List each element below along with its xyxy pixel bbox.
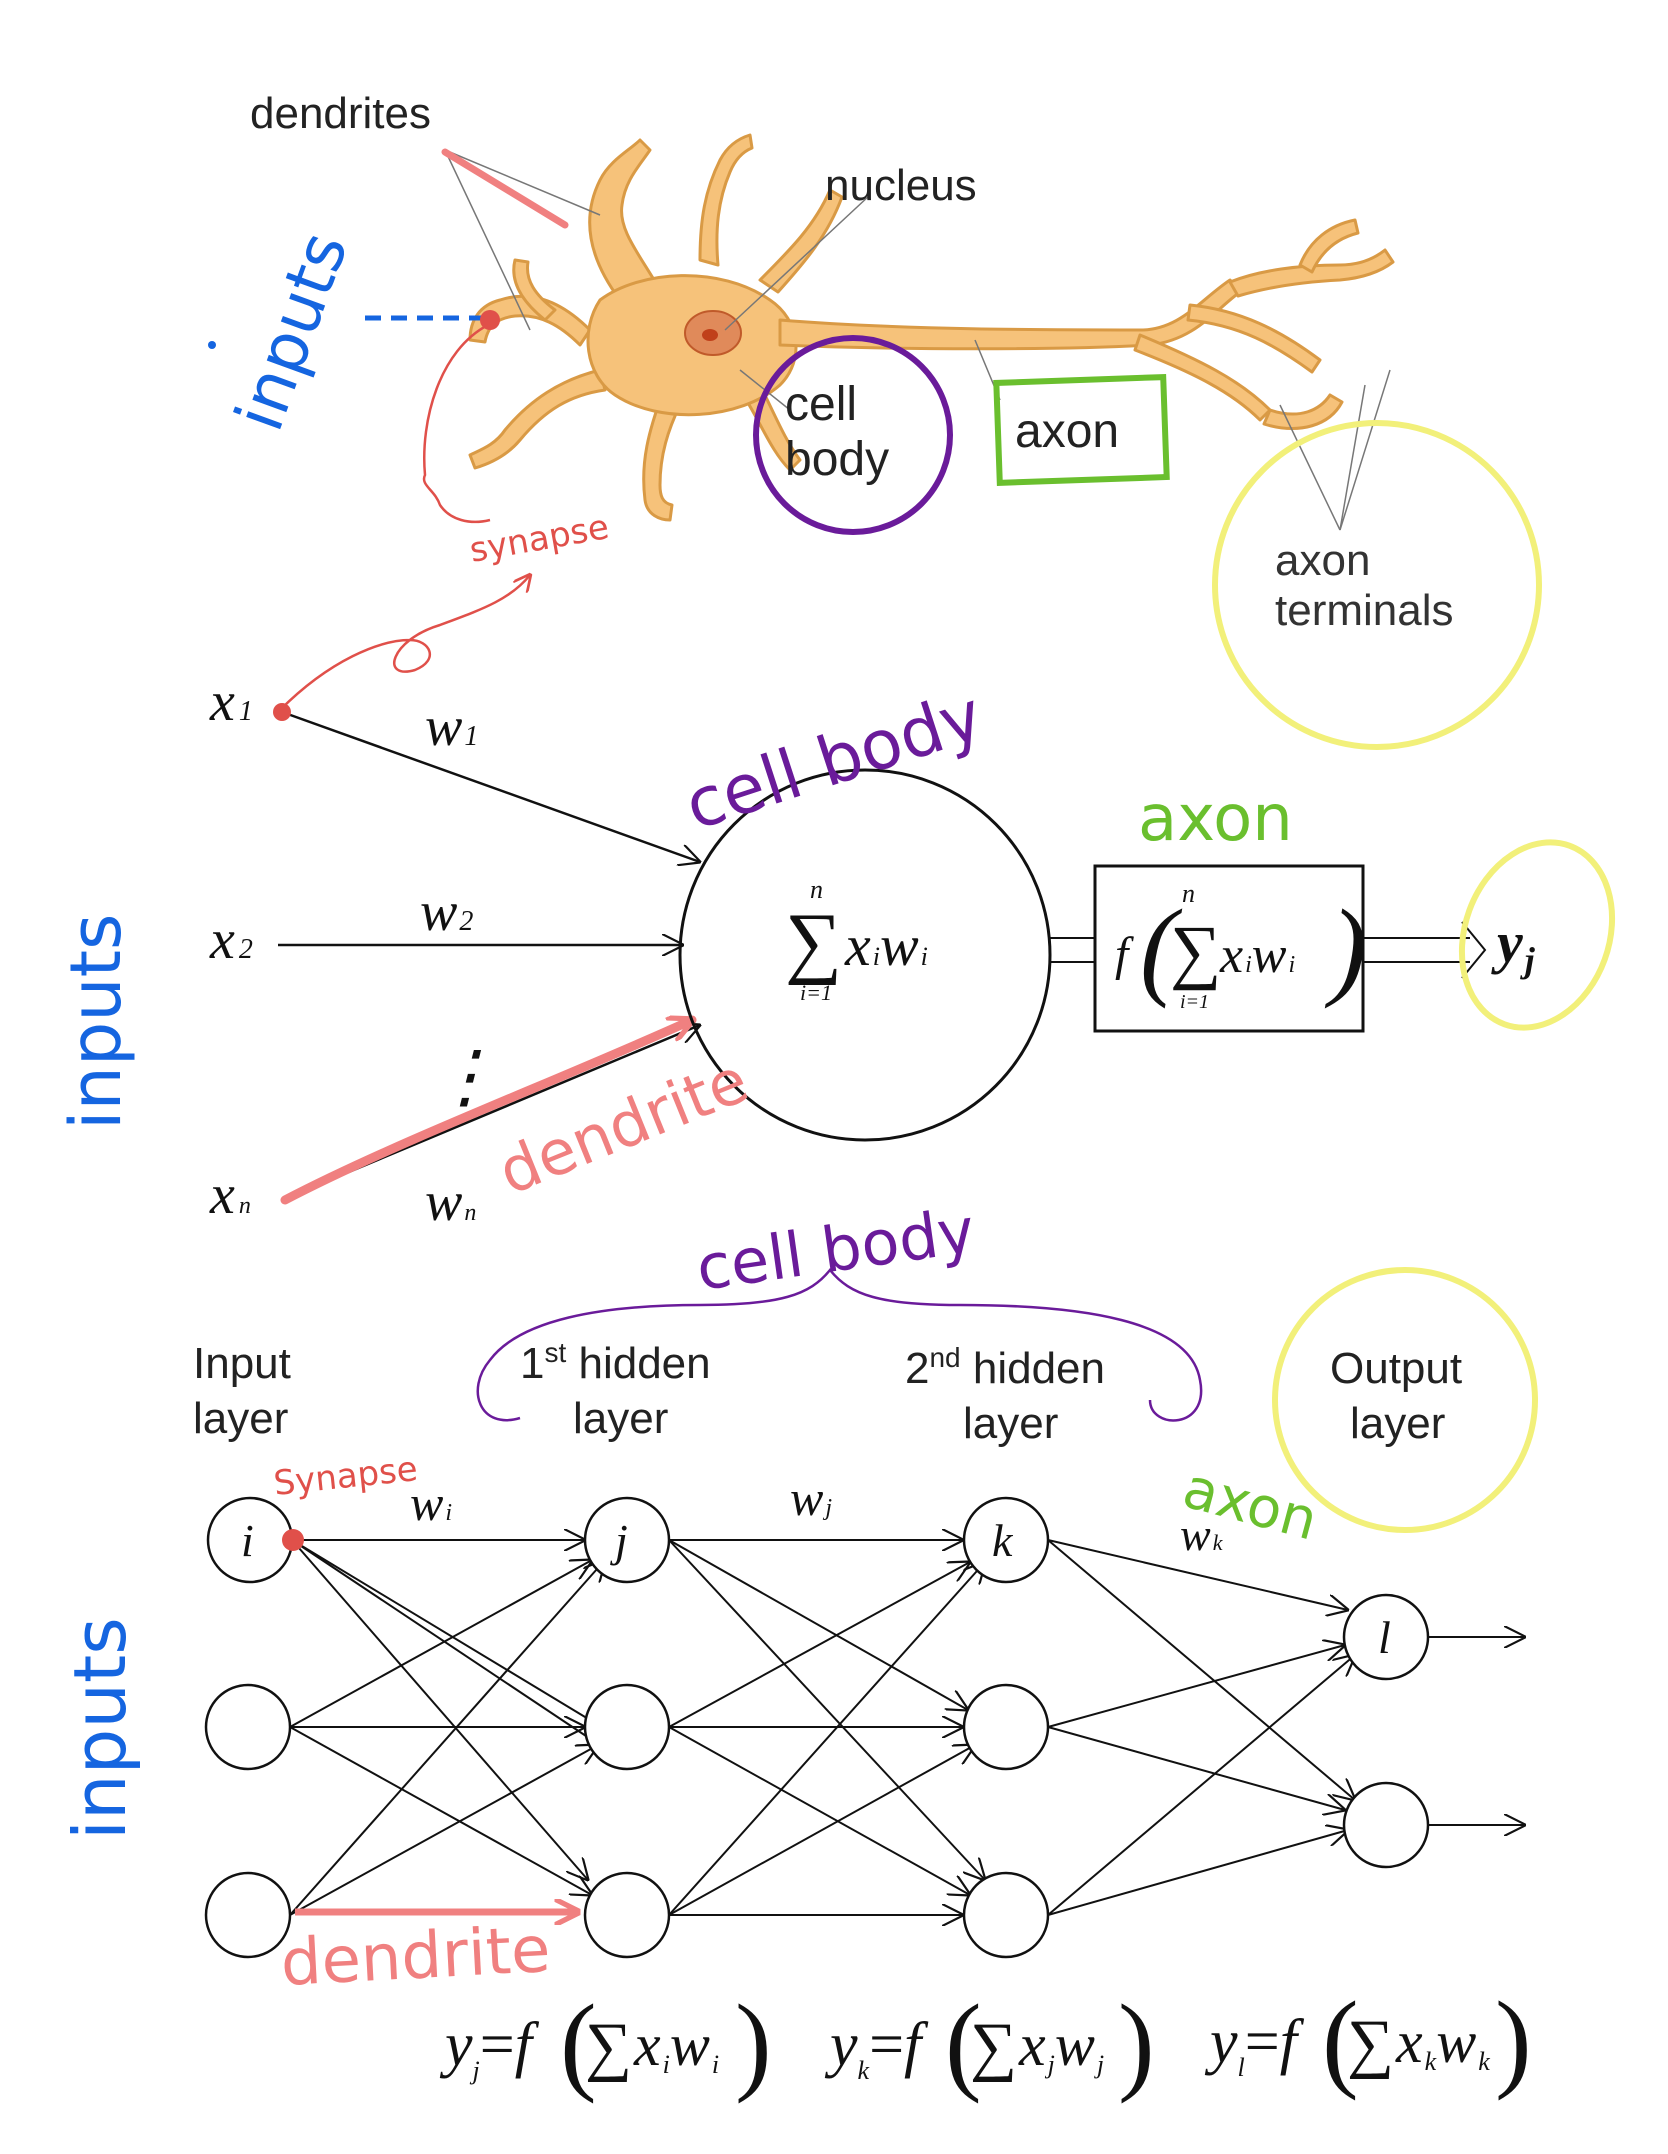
input-node-2 — [204, 1683, 292, 1771]
output-node-l — [1342, 1593, 1430, 1681]
axon-terminals-label-1: axon — [1275, 536, 1370, 585]
formula-yj: yj=f ( ∑ xiwi ) — [439, 1982, 772, 2104]
hidden2-node-2 — [962, 1683, 1050, 1771]
weight-wi: wi — [410, 1475, 452, 1531]
weight-wk: wk — [1180, 1509, 1224, 1560]
svg-text:∑: ∑ — [1347, 2007, 1394, 2080]
output-layer-label-2: layer — [1350, 1399, 1445, 1448]
svg-text:): ) — [1495, 1979, 1532, 2101]
dendrite-annotation-network: dendrite — [279, 1913, 552, 2001]
network-connections — [289, 1540, 1525, 1915]
activation-sum-lower: i=1 — [1180, 991, 1209, 1013]
svg-text:xiwi: xiwi — [633, 2012, 719, 2079]
biological-neuron: dendrites nucleus cell body axon axon te… — [208, 89, 1542, 750]
output-node-2 — [1342, 1781, 1430, 1869]
weight-wj: wj — [790, 1470, 832, 1526]
dendrite-annotation-perceptron: dendrite — [488, 1043, 758, 1209]
hidden1-layer-label-1: 1st hidden — [520, 1337, 711, 1388]
cell-body-label-2: body — [785, 433, 889, 486]
cell-body-highlight — [753, 335, 953, 535]
cell-body-brace — [476, 1268, 1203, 1422]
network-nodes — [204, 1496, 1430, 1959]
node-label-j: j — [610, 1515, 628, 1566]
node-label-k: k — [992, 1515, 1014, 1566]
svg-text:xjwj: xjwj — [1018, 2012, 1104, 2079]
svg-text:∑: ∑ — [970, 2010, 1017, 2083]
inputs-annotation-network: inputs — [58, 1617, 142, 1840]
activation-sum-term: xiwi — [1219, 927, 1295, 984]
hidden2-layer-label-2: layer — [963, 1399, 1058, 1448]
output-layer-highlight — [1272, 1267, 1538, 1533]
synapse-dot-neuron — [480, 310, 500, 330]
w1-label: w1 — [425, 696, 478, 758]
axon-terminals-highlight — [1212, 420, 1542, 750]
paren-left: ( — [1140, 887, 1183, 1009]
svg-text:yl=f: yl=f — [1204, 2008, 1305, 2082]
hidden1-node-2 — [583, 1683, 671, 1771]
hidden2-node-3 — [962, 1871, 1050, 1959]
svg-text:yj=f: yj=f — [439, 2011, 540, 2085]
activation-sum-upper: n — [1182, 879, 1195, 908]
cell-body-annotation-network: cell body — [692, 1194, 979, 1305]
hidden1-layer-label-2: layer — [573, 1394, 668, 1443]
paren-right: ) — [1324, 887, 1367, 1009]
synapse-annotation-neuron: synapse — [467, 507, 612, 571]
svg-text:(: ( — [1322, 1979, 1359, 2101]
dendrite-highlight-perceptron — [280, 1020, 692, 1205]
output-yj: yj — [1491, 910, 1536, 980]
formula-yl: yl=f ( ∑ xkwk ) — [1204, 1979, 1532, 2101]
output-layer-label-1: Output — [1330, 1344, 1462, 1393]
svg-text:yk=f: yk=f — [824, 2011, 929, 2085]
hidden1-node-3 — [583, 1871, 671, 1959]
dendrites-label: dendrites — [250, 89, 431, 138]
svg-text:(: ( — [560, 1982, 597, 2104]
svg-text:(: ( — [945, 1982, 982, 2104]
summation-node — [678, 768, 1052, 1142]
sum-upper-limit: n — [810, 875, 823, 904]
hidden1-node-j — [583, 1496, 671, 1584]
node-label-l: l — [1378, 1612, 1391, 1663]
synapse-dot-perceptron — [273, 703, 291, 721]
sum-lower-limit: i=1 — [800, 980, 832, 1005]
svg-text:): ) — [1118, 1982, 1155, 2104]
axon-highlight-box — [993, 373, 1170, 486]
w2-label: w2 — [420, 881, 473, 943]
sum-symbol: ∑ — [785, 898, 842, 986]
axon-annotation-perceptron: axon — [1138, 782, 1293, 856]
hidden2-node-k — [962, 1496, 1050, 1584]
formula-yk: yk=f ( ∑ xjwj ) — [824, 1982, 1155, 2104]
svg-text:xkwk: xkwk — [1395, 2009, 1490, 2076]
inputs-annotation-neuron: inputs — [221, 222, 363, 440]
sum-term: xiwi — [844, 913, 928, 978]
inputs-annotation-perceptron: inputs — [55, 913, 137, 1130]
axon-terminals-label-2: terminals — [1275, 586, 1454, 635]
nucleus-label: nucleus — [825, 161, 977, 210]
node-label-i: i — [241, 1515, 254, 1566]
vertical-ellipsis: ⋮ — [430, 1039, 500, 1116]
output-highlight — [1458, 839, 1616, 1031]
svg-text:): ) — [735, 1982, 772, 2104]
wn-label: wn — [425, 1171, 476, 1233]
input-layer-label-2: layer — [193, 1394, 288, 1443]
activation-f: f — [1115, 928, 1134, 981]
cell-body-label-1: cell — [785, 378, 857, 431]
input-node-3 — [204, 1871, 292, 1959]
multilayer-network: Input layer 1st hidden layer 2nd hidden … — [58, 1194, 1538, 2104]
hidden2-layer-label-1: 2nd hidden — [905, 1342, 1105, 1393]
synapse-annotation-network: Synapse — [272, 1449, 420, 1504]
input-layer-label-1: Input — [193, 1339, 291, 1388]
activation-function-box — [1093, 864, 1365, 1033]
synapse-dot-network — [282, 1529, 304, 1551]
activation-sum-symbol: ∑ — [1170, 911, 1221, 991]
axon-label: axon — [1015, 405, 1119, 458]
cell-body-annotation-perceptron: cell body — [676, 676, 992, 846]
svg-text:∑: ∑ — [585, 2010, 632, 2083]
